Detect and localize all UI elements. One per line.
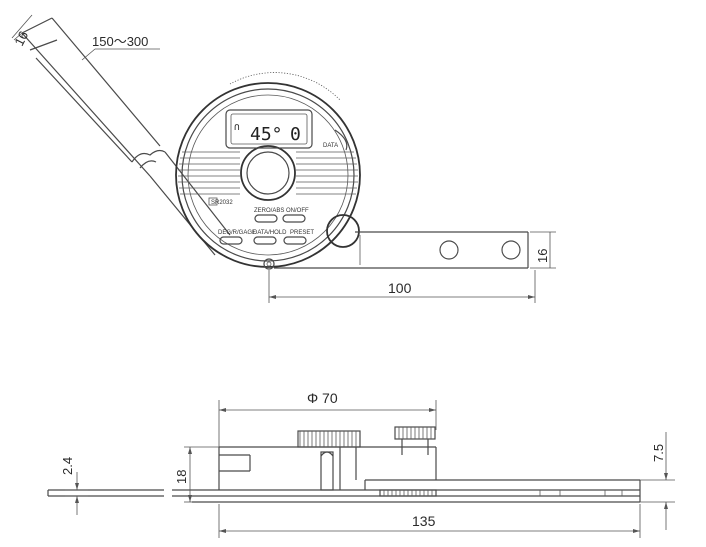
total-length-label: 135 bbox=[412, 513, 436, 529]
diameter-label: Φ 70 bbox=[307, 390, 338, 406]
base-bar bbox=[274, 231, 529, 269]
dial-body: ∩ 45° 0 DATA SR2032 ZERO/ABS ON/OFF DEG/… bbox=[175, 72, 361, 270]
blade-width-dimension: 16 bbox=[11, 14, 33, 49]
base-length-label: 100 bbox=[388, 280, 412, 296]
thickness-dimension: 2.4 bbox=[60, 457, 88, 515]
unit-label: DEG/R/GAGE bbox=[218, 230, 256, 236]
lcd-digit: 0 bbox=[290, 124, 301, 145]
center-knob bbox=[240, 145, 296, 201]
onoff-button bbox=[282, 214, 306, 223]
lcd-reading: 45° bbox=[250, 124, 283, 145]
height-label: 18 bbox=[174, 470, 189, 484]
base-hole-right bbox=[501, 240, 521, 260]
zero-label: ZERO/ABS bbox=[254, 208, 284, 214]
diameter-dimension: Φ 70 bbox=[218, 390, 437, 447]
blade-length-annotation: 150～300 bbox=[81, 34, 160, 61]
base-hole-left bbox=[439, 240, 459, 260]
dial-ribs-right bbox=[296, 151, 358, 195]
top-view: 16 150～300 bbox=[11, 14, 556, 303]
base-width-dimension: 16 bbox=[530, 231, 556, 269]
lock-knob bbox=[326, 214, 360, 248]
right-height-dimension: 7.5 bbox=[640, 432, 675, 530]
total-length-dimension: 135 bbox=[218, 504, 641, 538]
side-plates bbox=[47, 479, 641, 503]
base-width-label: 16 bbox=[535, 249, 550, 263]
pivot-pin bbox=[263, 258, 275, 270]
lcd-window bbox=[225, 109, 313, 149]
data-hold-label: DATA/HOLD bbox=[253, 230, 287, 236]
preset-label: PRESET bbox=[290, 230, 314, 236]
data-label: DATA bbox=[323, 143, 338, 149]
side-view: Φ 70 bbox=[47, 390, 675, 538]
side-top-knob bbox=[297, 430, 361, 448]
right-height-label: 7.5 bbox=[651, 444, 666, 462]
model-label: SR2032 bbox=[211, 200, 233, 206]
height-dimension: 18 bbox=[174, 446, 219, 503]
angled-blade bbox=[21, 17, 231, 256]
preset-button bbox=[283, 236, 307, 245]
data-hold-button bbox=[253, 236, 277, 245]
dial-ribs-left bbox=[178, 151, 240, 195]
thickness-label: 2.4 bbox=[60, 457, 75, 475]
lcd-indicator: ∩ bbox=[234, 122, 240, 133]
onoff-label: ON/OFF bbox=[286, 208, 309, 214]
blade-length-label: 150～300 bbox=[92, 34, 148, 49]
side-body bbox=[218, 426, 437, 491]
blade-width-label: 16 bbox=[11, 29, 31, 49]
zero-button bbox=[254, 214, 278, 223]
unit-button bbox=[219, 236, 243, 245]
side-pin bbox=[320, 451, 334, 491]
base-length-dimension: 100 bbox=[268, 270, 536, 303]
